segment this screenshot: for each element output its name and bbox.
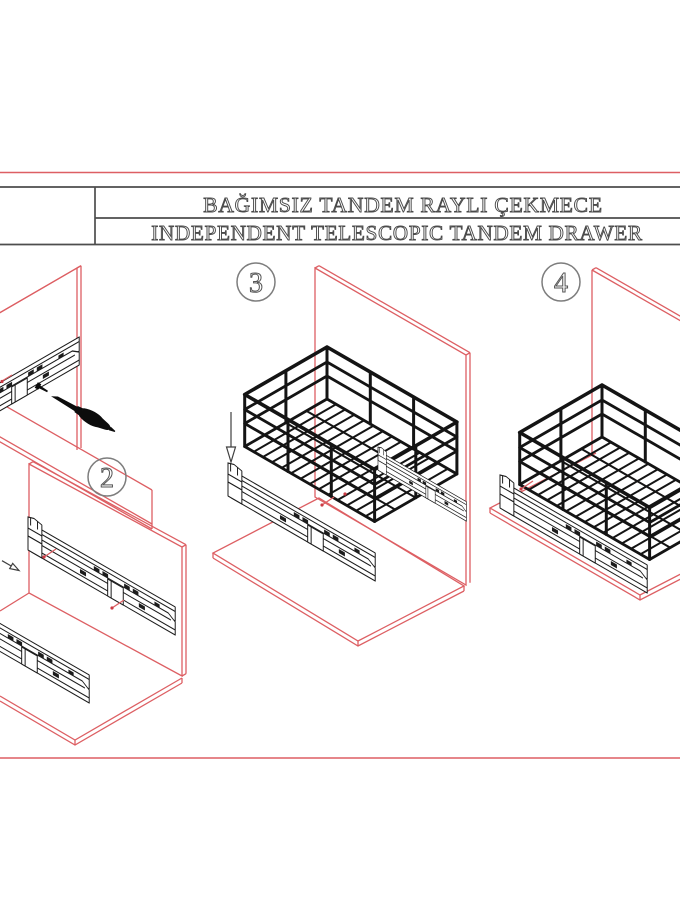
step-1-drawer-slide [0, 329, 80, 451]
title-block: BAĞIMSIZ TANDEM RAYLI ÇEKMECE INDEPENDEN… [0, 186, 680, 245]
step-4-illustration: 4 [488, 262, 680, 601]
step-3-floor-panel [211, 497, 466, 647]
down-arrow-icon [225, 412, 237, 465]
step-2-illustration: 2 [0, 457, 187, 746]
title-turkish: BAĞIMSIZ TANDEM RAYLI ÇEKMECE [203, 193, 603, 217]
step-3-side-panel [314, 265, 471, 587]
step-1-floor-panel [0, 402, 153, 530]
step-1-screw-mark [1, 374, 13, 382]
step-2-drawer-slide-mounted [27, 514, 176, 636]
title-english: INDEPENDENT TELESCOPIC TANDEM DRAWER [151, 221, 643, 245]
step-4-number: 4 [554, 268, 568, 299]
step-3-badge [236, 262, 276, 302]
screwdriver-icon [51, 396, 116, 433]
insert-arrow-icon [1, 560, 21, 572]
step-3-number: 3 [249, 268, 263, 299]
step-2-badge [87, 457, 127, 497]
step-2-floor-panel [0, 592, 183, 746]
screw [34, 382, 48, 393]
step-4-badge [541, 262, 581, 302]
step-2-number: 2 [100, 463, 114, 494]
step-3-illustration: 3 [211, 262, 471, 647]
